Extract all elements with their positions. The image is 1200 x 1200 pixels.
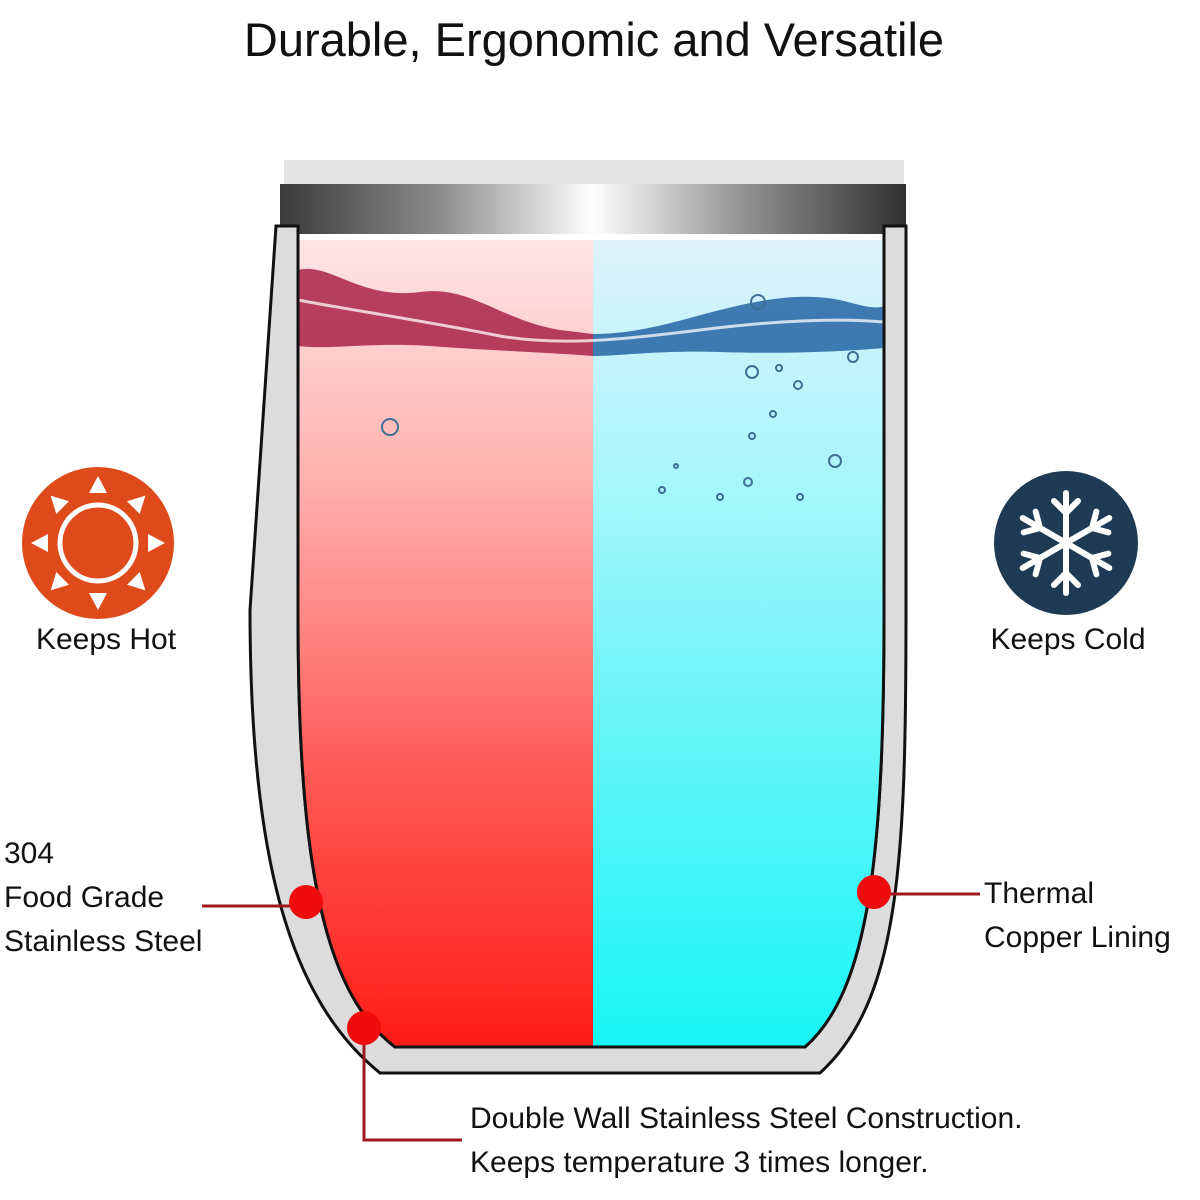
rim-band [280, 184, 906, 234]
steel-callout-line3: Stainless Steel [4, 925, 203, 958]
sun-icon [22, 467, 174, 619]
copper-callout-line1: Thermal [984, 877, 1095, 910]
keeps-hot-label: Keeps Hot [35, 623, 177, 656]
inner-wall [296, 226, 886, 1049]
copper-marker [857, 875, 891, 909]
steel-marker [289, 885, 323, 919]
steel-callout-line2: Food Grade [4, 881, 165, 914]
double-wall-callout-line [362, 1028, 462, 1142]
snowflake-icon [994, 471, 1138, 615]
splash-foam [298, 298, 884, 343]
double-wall-callout-line2: Keeps temperature 3 times longer. [470, 1146, 929, 1179]
double-wall-marker [347, 1011, 381, 1045]
double-wall-callout-line1: Double Wall Stainless Steel Construction… [470, 1102, 1023, 1135]
steel-callout-line1: 304 [4, 837, 55, 870]
hot-liquid [298, 240, 593, 1047]
rim-highlight [284, 160, 904, 184]
bubbles [381, 294, 859, 501]
liquid-body [298, 240, 884, 1047]
cold-liquid [593, 240, 884, 1047]
page-title: Durable, Ergonomic and Versatile [243, 13, 945, 66]
keeps-cold-label: Keeps Cold [990, 623, 1146, 656]
hot-splash [298, 268, 593, 356]
copper-callout-line2: Copper Lining [984, 921, 1171, 954]
